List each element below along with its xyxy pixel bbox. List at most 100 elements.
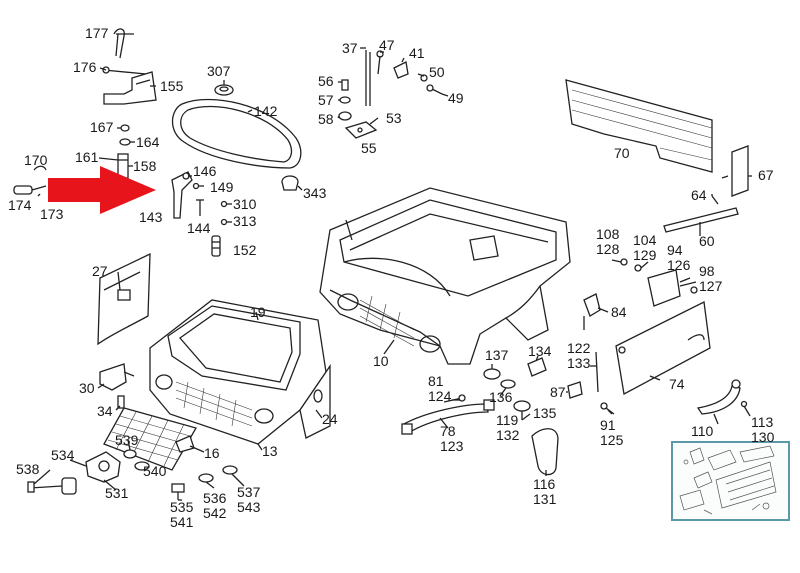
callout-label: 540 bbox=[143, 463, 167, 479]
callout-label-stack: 535 541 bbox=[170, 500, 193, 530]
callout-label: 126 bbox=[667, 257, 691, 273]
part-110-grab-handle bbox=[696, 379, 748, 415]
callout-label: 149 bbox=[210, 179, 234, 195]
leader-lines bbox=[33, 33, 752, 501]
callout-label: 143 bbox=[139, 209, 163, 225]
callout-label: 10 bbox=[373, 353, 389, 369]
callout-label: 132 bbox=[496, 427, 520, 443]
callout-label: 531 bbox=[105, 485, 129, 501]
callout-label: 113 bbox=[751, 414, 774, 430]
part-87-plate bbox=[567, 381, 583, 399]
callout-label: 541 bbox=[170, 514, 194, 530]
part-41-clip bbox=[393, 61, 409, 79]
callout-label: 146 bbox=[193, 163, 217, 179]
part-536-542-washer bbox=[198, 473, 214, 483]
callout-label: 136 bbox=[489, 389, 513, 405]
part-56-57-58-bolt-set bbox=[338, 79, 352, 121]
part-152-spring bbox=[211, 235, 221, 257]
callout-label: 134 bbox=[528, 343, 552, 359]
part-307-grommet bbox=[214, 84, 234, 96]
callout-label: 173 bbox=[40, 206, 64, 222]
callout-label: 47 bbox=[379, 37, 395, 53]
callout-label: 176 bbox=[73, 59, 97, 75]
part-136-washer bbox=[500, 379, 516, 389]
callout-label-stack: 98 127 bbox=[699, 264, 722, 294]
callout-label: 58 bbox=[318, 111, 334, 127]
callout-label: 123 bbox=[440, 438, 464, 454]
red-arrow-icon bbox=[48, 166, 156, 214]
part-177-split-pin bbox=[113, 28, 125, 59]
callout-label: 135 bbox=[533, 405, 557, 421]
callout-label: 142 bbox=[254, 103, 278, 119]
part-170-174-173-pins bbox=[13, 165, 47, 195]
callout-label: 81 bbox=[428, 373, 444, 389]
callout-label: 41 bbox=[409, 45, 425, 61]
callout-label: 343 bbox=[303, 185, 327, 201]
callout-label: 127 bbox=[699, 278, 723, 294]
callout-label: 98 bbox=[699, 263, 715, 279]
callout-label: 313 bbox=[233, 213, 257, 229]
part-116-131-mud-flap bbox=[531, 428, 559, 476]
part-94-126-latch-hardware bbox=[620, 258, 698, 307]
part-146-143-latch bbox=[171, 171, 200, 219]
callout-label: 13 bbox=[262, 443, 278, 459]
part-13-grille bbox=[103, 407, 197, 471]
callout-label-stack: 108 128 bbox=[596, 227, 619, 257]
callout-label: 128 bbox=[596, 241, 620, 257]
callout-label: 542 bbox=[203, 505, 227, 521]
callout-label: 55 bbox=[361, 140, 377, 156]
callout-label: 177 bbox=[85, 25, 109, 41]
callout-label: 57 bbox=[318, 92, 334, 108]
callout-label: 539 bbox=[115, 432, 139, 448]
callout-label-stack: 78 123 bbox=[440, 424, 463, 454]
part-30-34-latch bbox=[99, 363, 135, 409]
part-142-rear-window bbox=[171, 98, 302, 169]
callout-label-stack: 537 543 bbox=[237, 485, 260, 515]
callout-label: 155 bbox=[160, 78, 184, 94]
callout-label: 170 bbox=[24, 152, 48, 168]
callout-label: 119 bbox=[496, 412, 519, 428]
callout-label: 37 bbox=[342, 40, 358, 56]
callout-label-stack: 104 129 bbox=[633, 233, 656, 263]
callout-label: 534 bbox=[51, 447, 75, 463]
overview-thumbnail-icon bbox=[671, 441, 790, 521]
callout-label: 16 bbox=[204, 445, 220, 461]
callout-label-stack: 113 130 bbox=[751, 415, 774, 445]
callout-label: 137 bbox=[485, 347, 509, 363]
callout-label: 50 bbox=[429, 64, 445, 80]
part-122-rod bbox=[595, 351, 599, 393]
callout-label: 104 bbox=[633, 232, 657, 248]
callout-label: 122 bbox=[567, 340, 591, 356]
callout-label-stack: 119 132 bbox=[496, 413, 519, 443]
callout-label: 56 bbox=[318, 73, 334, 89]
callout-label: 310 bbox=[233, 196, 257, 212]
callout-label: 144 bbox=[187, 220, 211, 236]
part-134-connector bbox=[527, 357, 547, 377]
callout-label: 537 bbox=[237, 484, 261, 500]
callout-label: 49 bbox=[448, 90, 464, 106]
callout-label: 84 bbox=[611, 304, 627, 320]
callout-label: 67 bbox=[758, 167, 774, 183]
callout-label: 74 bbox=[669, 376, 685, 392]
callout-label: 78 bbox=[440, 423, 456, 439]
callout-label: 27 bbox=[92, 263, 108, 279]
callout-label: 70 bbox=[614, 145, 630, 161]
callout-label: 110 bbox=[691, 423, 714, 439]
callout-label: 94 bbox=[667, 242, 683, 258]
part-50-49-screws bbox=[420, 74, 443, 95]
part-144-screw bbox=[196, 199, 204, 216]
callout-label: 30 bbox=[79, 380, 95, 396]
part-74-door-panel bbox=[615, 301, 711, 396]
part-310-313-fasteners bbox=[220, 200, 228, 226]
part-84-lock bbox=[583, 293, 601, 330]
callout-label-stack: 91 125 bbox=[600, 418, 623, 448]
callout-label: 124 bbox=[428, 388, 452, 404]
callout-label: 538 bbox=[16, 461, 40, 477]
part-135-knob bbox=[513, 400, 531, 420]
part-70-tailgate-panel bbox=[565, 79, 713, 173]
callout-label: 64 bbox=[691, 187, 707, 203]
callout-label: 307 bbox=[207, 63, 231, 79]
callout-label: 129 bbox=[633, 247, 657, 263]
callout-label: 543 bbox=[237, 499, 261, 515]
